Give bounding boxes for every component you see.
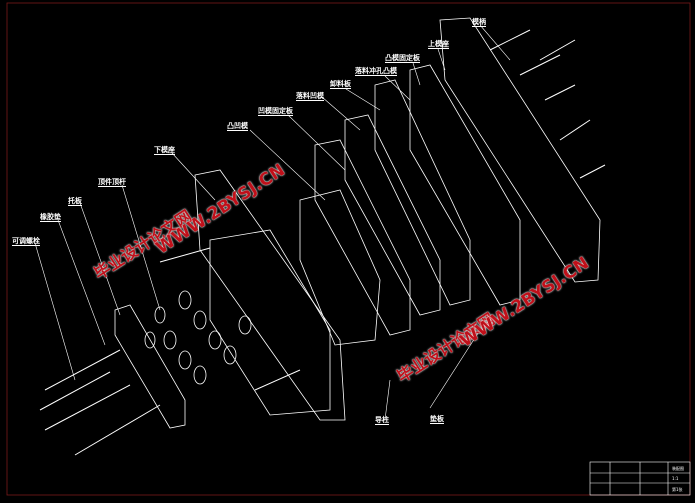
label-blank-die: 落料凹模	[296, 92, 324, 101]
title-block-name: 装配图	[672, 466, 684, 471]
label-upper-die-base: 上模座	[428, 40, 449, 49]
label-lower-die-base: 下模座	[154, 146, 175, 155]
die-plates	[114, 17, 601, 429]
label-stripper-plate: 卸料板	[330, 80, 351, 89]
lower-die-base	[194, 169, 346, 421]
label-guide-pin: 导柱	[375, 416, 389, 425]
label-ejector-rod: 顶件顶杆	[98, 178, 126, 187]
title-block-scale: 1:1	[672, 476, 679, 481]
label-convex-concave-die: 凸凹模	[227, 122, 248, 131]
label-die-fixing-plate: 凹模固定板	[258, 107, 293, 116]
drawing-frame	[6, 2, 691, 496]
springs-and-rubber	[144, 290, 252, 385]
label-punch: 落料冲孔凸模	[355, 67, 397, 76]
title-block	[589, 461, 691, 496]
label-backing-plate: 垫板	[430, 415, 444, 424]
label-die-handle: 模柄	[472, 18, 486, 27]
label-adjust-bolt: 可调螺栓	[12, 237, 40, 246]
label-punch-fixing-plate: 凸模固定板	[385, 54, 420, 63]
bolts	[39, 29, 606, 456]
label-support-plate: 托板	[68, 197, 82, 206]
upper-die-base	[439, 17, 601, 283]
label-rubber: 橡胶垫	[40, 213, 61, 222]
leader-lines	[34, 24, 511, 421]
support-plate	[114, 304, 186, 429]
title-block-sheet: 第1张	[672, 487, 683, 492]
